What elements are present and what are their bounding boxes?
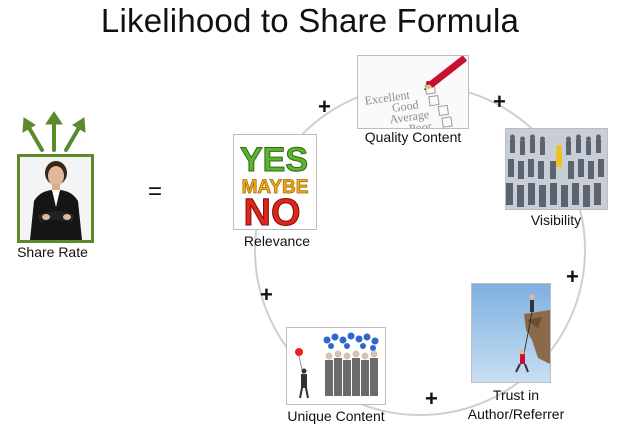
poor-text: Poor <box>408 119 432 128</box>
crowd-balloons-image <box>287 328 385 404</box>
share-rate-frame <box>17 154 94 243</box>
trust-label-line1: Trust in <box>492 387 540 403</box>
relevance-image-frame: YES MAYBE NO <box>233 134 317 230</box>
businesswoman-photo <box>20 157 91 240</box>
share-rate-label: Share Rate <box>17 244 88 260</box>
equals-sign: = <box>148 178 163 205</box>
quality-content-label: Quality Content <box>364 129 462 145</box>
up-arrow-icon <box>22 111 86 152</box>
visibility-label: Visibility <box>530 212 582 228</box>
crowd-standout-image <box>506 129 607 209</box>
plus-sign: + <box>493 89 506 114</box>
excellent-text: Excellent <box>364 87 411 107</box>
good-text: Good <box>391 97 419 115</box>
quality-content-image-frame: Excellent Good Average Poor <box>357 55 469 129</box>
plus-sign: + <box>425 386 438 411</box>
yes-maybe-no-image: YES MAYBE NO <box>234 135 316 229</box>
maybe-text: MAYBE <box>242 177 309 198</box>
unique-content-image-frame <box>286 327 386 405</box>
trust-label-line2: Author/Referrer <box>467 406 565 422</box>
yes-text: YES <box>240 141 308 179</box>
average-text: Average <box>389 107 430 126</box>
visibility-image-frame <box>505 128 608 210</box>
trust-image-frame <box>471 283 551 383</box>
plus-sign: + <box>318 94 331 119</box>
climbers-cliff-image <box>472 284 550 382</box>
no-text: NO <box>244 192 301 229</box>
plus-sign: + <box>260 282 273 307</box>
plus-sign: + <box>566 264 579 289</box>
rating-checklist-image: Excellent Good Average Poor <box>358 56 468 128</box>
unique-content-label: Unique Content <box>287 408 385 424</box>
relevance-label: Relevance <box>243 233 311 249</box>
page-title: Likelihood to Share Formula <box>100 2 520 39</box>
